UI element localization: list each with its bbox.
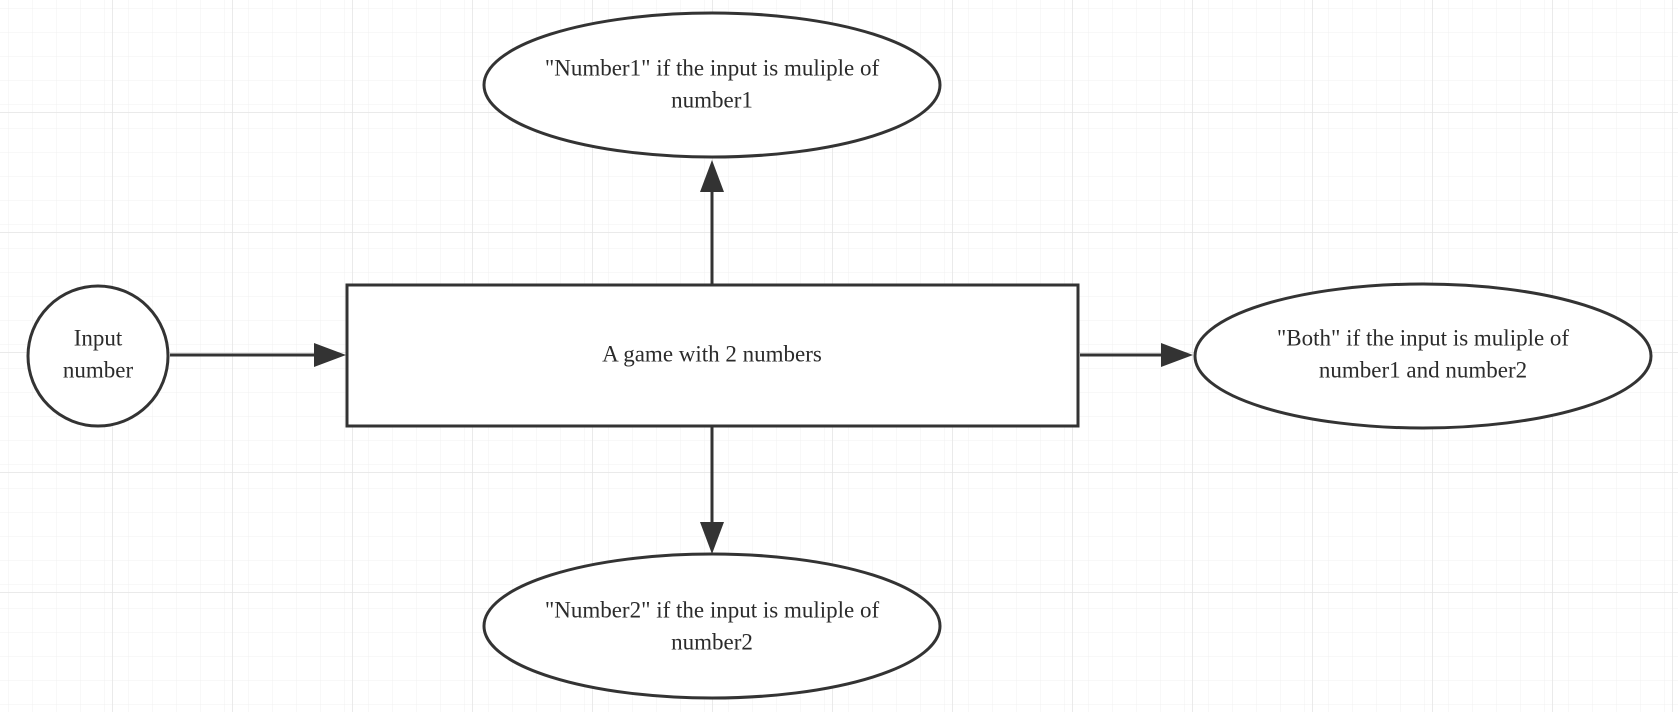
process-node-label: A game with 2 numbers: [602, 341, 822, 366]
input-node-label-line2: number: [63, 357, 134, 382]
arrow-process-to-number2: [700, 426, 724, 554]
connectors: [170, 160, 1193, 554]
output-number2-node[interactable]: "Number2" if the input is muliple of num…: [482, 552, 942, 700]
output-number2-label-line2: number2: [671, 629, 753, 654]
output-both-label-line2: number1 and number2: [1319, 357, 1527, 382]
arrow-process-to-number1: [700, 160, 724, 285]
output-number1-node[interactable]: "Number1" if the input is muliple of num…: [482, 11, 942, 159]
output-number1-label-line1: "Number1" if the input is muliple of: [545, 55, 880, 80]
input-node[interactable]: Input number: [26, 284, 170, 428]
arrow-process-to-both: [1080, 343, 1193, 367]
output-both-node[interactable]: "Both" if the input is muliple of number…: [1193, 282, 1653, 430]
output-both-label-line1: "Both" if the input is muliple of: [1277, 325, 1570, 350]
arrow-input-to-process: [170, 343, 346, 367]
output-number1-label-line2: number1: [671, 87, 753, 112]
input-node-label-line1: Input: [74, 325, 123, 350]
output-number2-label-line1: "Number2" if the input is muliple of: [545, 597, 880, 622]
process-node[interactable]: A game with 2 numbers: [345, 283, 1080, 428]
